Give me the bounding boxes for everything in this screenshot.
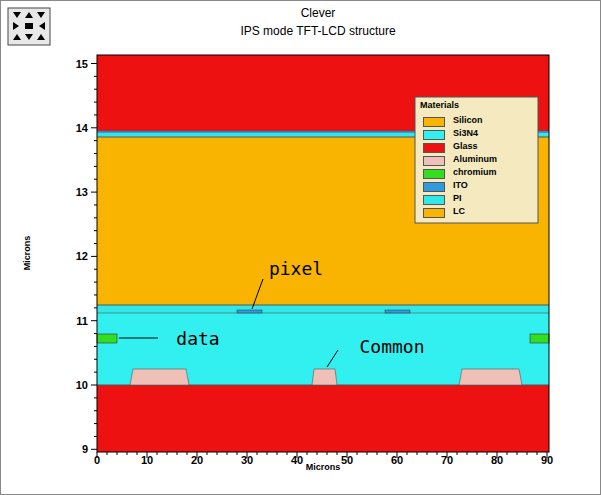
tick-label: 14 (76, 122, 88, 134)
legend-text: chromium (453, 167, 497, 177)
tick-label: 90 (541, 454, 553, 466)
callout-label: pixel (269, 258, 323, 279)
plot-title: Clever (301, 6, 336, 20)
axis-title: Microns (22, 236, 32, 271)
tick-label: 20 (191, 454, 203, 466)
legend-swatch (423, 195, 445, 205)
tick-label: 13 (76, 186, 88, 198)
tick-label: 15 (76, 58, 88, 70)
axis-ticks (91, 64, 547, 459)
leader-lines (119, 279, 338, 367)
legend: MaterialsSiliconSi3N4GlassAluminum chromi… (415, 97, 538, 223)
legend-swatch (423, 130, 445, 140)
tick-label: 9 (82, 443, 88, 455)
tick-label: 10 (76, 379, 88, 391)
legend-swatch (423, 169, 445, 179)
legend-text: Si3N4 (453, 128, 478, 138)
tick-label: 30 (241, 454, 253, 466)
tick-label: 12 (76, 250, 88, 262)
legend-text: ITO (453, 180, 468, 190)
callout-label: data (176, 328, 219, 349)
legend-title: Materials (420, 100, 459, 110)
legend-text: Glass (453, 141, 478, 151)
legend-swatch (423, 156, 445, 166)
tick-label: 80 (491, 454, 503, 466)
layers (97, 55, 549, 452)
legend-text: LC (453, 206, 465, 216)
axis-title: Microns (306, 462, 341, 472)
legend-box (415, 97, 538, 223)
legend-swatch (423, 143, 445, 153)
tick-label: 50 (341, 454, 353, 466)
tick-label: 10 (141, 454, 153, 466)
tick-label: 0 (94, 454, 100, 466)
tick-label: 40 (291, 454, 303, 466)
legend-text: Aluminum (453, 154, 497, 164)
tick-label: 70 (441, 454, 453, 466)
legend-swatch (423, 117, 445, 127)
plot-subtitle: IPS mode TFT-LCD structure (240, 24, 395, 38)
plot-border (97, 55, 549, 452)
callout-label: Common (359, 336, 424, 357)
tick-label: 11 (76, 315, 88, 327)
legend-text: PI (453, 193, 462, 203)
legend-swatch (423, 208, 445, 218)
nav-icon (8, 8, 50, 45)
tick-label: 60 (391, 454, 403, 466)
legend-swatch (423, 182, 445, 192)
legend-text: Silicon (453, 115, 483, 125)
